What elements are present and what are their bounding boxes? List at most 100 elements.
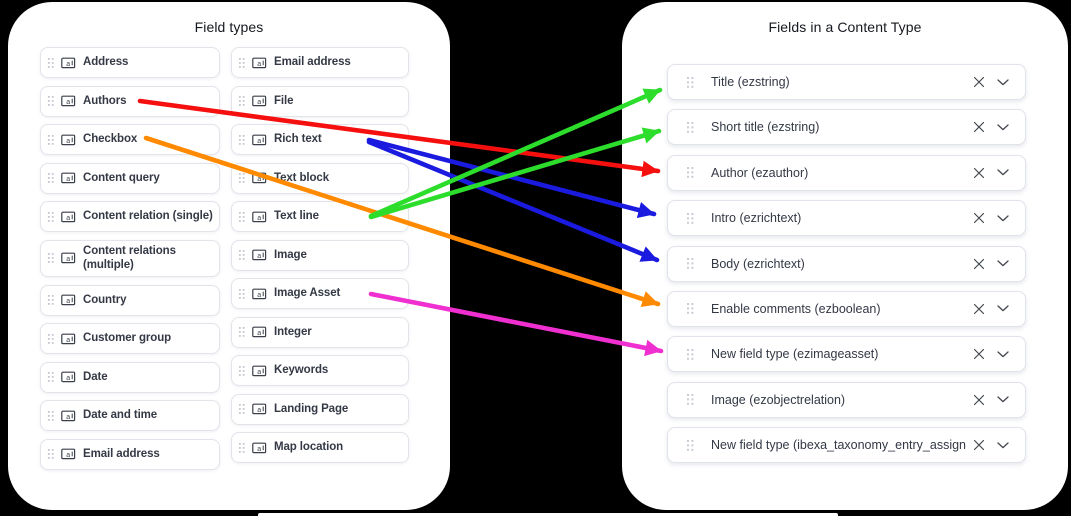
drag-handle-icon[interactable] xyxy=(686,393,695,406)
field-type-label: Content query xyxy=(83,171,160,184)
close-icon xyxy=(973,76,985,88)
drag-handle-icon[interactable] xyxy=(47,95,55,107)
field-type-item[interactable]: a Text block xyxy=(231,162,409,194)
collapse-field-button[interactable] xyxy=(991,433,1015,457)
field-type-item[interactable]: a Text line xyxy=(231,201,409,232)
remove-field-button[interactable] xyxy=(967,70,991,94)
field-input-icon: a xyxy=(61,172,76,184)
collapse-field-button[interactable] xyxy=(991,115,1015,139)
drag-handle-icon[interactable] xyxy=(47,448,55,460)
drag-handle-icon[interactable] xyxy=(686,76,695,89)
chevron-down-icon xyxy=(997,124,1009,131)
drag-handle-icon[interactable] xyxy=(686,166,695,179)
drag-handle-icon[interactable] xyxy=(238,172,246,184)
content-field-label: Body (ezrichtext) xyxy=(711,256,805,271)
content-field-row[interactable]: New field type (ezimageasset) xyxy=(667,336,1026,373)
field-type-item[interactable]: a Authors xyxy=(40,85,220,117)
drag-handle-icon[interactable] xyxy=(47,211,55,223)
content-field-row[interactable]: Title (ezstring) xyxy=(667,64,1026,100)
content-field-row[interactable]: New field type (ibexa_taxonomy_entry_ass… xyxy=(667,427,1026,464)
field-type-item[interactable]: a Date xyxy=(40,361,220,393)
remove-field-button[interactable] xyxy=(967,252,991,276)
drag-handle-icon[interactable] xyxy=(238,95,246,107)
field-type-item[interactable]: a Keywords xyxy=(231,355,409,386)
content-field-row[interactable]: Body (ezrichtext) xyxy=(667,245,1026,282)
field-type-item[interactable]: a Integer xyxy=(231,316,409,348)
field-input-icon: a xyxy=(61,371,76,383)
field-type-item[interactable]: a Image Asset xyxy=(231,278,409,309)
field-type-label: File xyxy=(274,94,294,107)
field-type-item[interactable]: a Content query xyxy=(40,162,220,194)
drag-handle-icon[interactable] xyxy=(47,294,55,306)
remove-field-button[interactable] xyxy=(967,297,991,321)
collapse-field-button[interactable] xyxy=(991,252,1015,276)
field-type-item[interactable]: a Checkbox xyxy=(40,124,220,155)
drag-handle-icon[interactable] xyxy=(47,252,55,264)
drag-handle-icon[interactable] xyxy=(686,121,695,134)
field-type-label: Text block xyxy=(274,171,330,184)
field-type-item[interactable]: a Email address xyxy=(231,47,409,78)
drag-handle-icon[interactable] xyxy=(686,302,695,315)
field-type-item[interactable]: a Content relations (multiple) xyxy=(40,239,220,278)
drag-handle-icon[interactable] xyxy=(686,257,695,270)
drag-handle-icon[interactable] xyxy=(238,442,246,454)
content-field-row[interactable]: Author (ezauthor) xyxy=(667,154,1026,191)
drag-handle-icon[interactable] xyxy=(47,333,55,345)
remove-field-button[interactable] xyxy=(967,342,991,366)
content-type-field-list: Title (ezstring) xyxy=(667,64,1026,473)
field-type-item[interactable]: a Content relation (single) xyxy=(40,201,220,232)
remove-field-button[interactable] xyxy=(967,206,991,230)
field-type-item[interactable]: a Country xyxy=(40,284,220,316)
field-type-label: Email address xyxy=(83,447,160,460)
remove-field-button[interactable] xyxy=(967,115,991,139)
field-type-item[interactable]: a Map location xyxy=(231,432,409,463)
close-icon xyxy=(973,122,985,133)
content-field-label: Author (ezauthor) xyxy=(711,165,809,180)
close-icon xyxy=(973,167,985,178)
remove-field-button[interactable] xyxy=(967,388,991,412)
field-input-icon: a xyxy=(252,288,267,299)
field-type-item[interactable]: a Customer group xyxy=(40,323,220,355)
content-field-row[interactable]: Short title (ezstring) xyxy=(667,109,1026,146)
drag-handle-icon[interactable] xyxy=(238,211,246,223)
content-field-row[interactable]: Image (ezobjectrelation) xyxy=(667,381,1026,418)
field-type-item[interactable]: a Landing Page xyxy=(231,393,409,425)
drag-handle-icon[interactable] xyxy=(47,410,55,422)
field-type-item[interactable]: a File xyxy=(231,85,409,117)
content-type-panel: Fields in a Content Type Title (ezstring… xyxy=(622,2,1068,510)
drag-handle-icon[interactable] xyxy=(686,348,695,361)
drag-handle-icon[interactable] xyxy=(238,403,246,415)
remove-field-button[interactable] xyxy=(967,161,991,185)
field-type-item[interactable]: a Email address xyxy=(40,438,220,470)
drag-handle-icon[interactable] xyxy=(47,57,55,69)
drag-handle-icon[interactable] xyxy=(47,134,55,146)
drag-handle-icon[interactable] xyxy=(686,212,695,225)
field-type-label: Text line xyxy=(274,210,319,223)
collapse-field-button[interactable] xyxy=(991,206,1015,230)
content-field-row[interactable]: Enable comments (ezboolean) xyxy=(667,290,1026,327)
field-type-item[interactable]: a Date and time xyxy=(40,400,220,432)
collapse-field-button[interactable] xyxy=(991,388,1015,412)
svg-text:a: a xyxy=(66,375,70,382)
drag-handle-icon[interactable] xyxy=(238,134,246,146)
field-input-icon: a xyxy=(252,211,267,222)
field-type-item[interactable]: a Address xyxy=(40,47,220,78)
collapse-field-button[interactable] xyxy=(991,342,1015,366)
field-type-item[interactable]: a Rich text xyxy=(231,124,409,155)
content-field-row[interactable]: Intro (ezrichtext) xyxy=(667,200,1026,237)
drag-handle-icon[interactable] xyxy=(238,249,246,261)
drag-handle-icon[interactable] xyxy=(238,57,246,69)
content-type-panel-title: Fields in a Content Type xyxy=(768,19,922,35)
collapse-field-button[interactable] xyxy=(991,297,1015,321)
drag-handle-icon[interactable] xyxy=(238,326,246,338)
drag-handle-icon[interactable] xyxy=(686,439,695,452)
drag-handle-icon[interactable] xyxy=(47,172,55,184)
field-type-item[interactable]: a Image xyxy=(231,239,409,271)
collapse-field-button[interactable] xyxy=(991,70,1015,94)
collapse-field-button[interactable] xyxy=(991,161,1015,185)
drag-handle-icon[interactable] xyxy=(238,365,246,377)
remove-field-button[interactable] xyxy=(967,433,991,457)
drag-handle-icon[interactable] xyxy=(47,371,55,383)
drag-handle-icon[interactable] xyxy=(238,288,246,300)
